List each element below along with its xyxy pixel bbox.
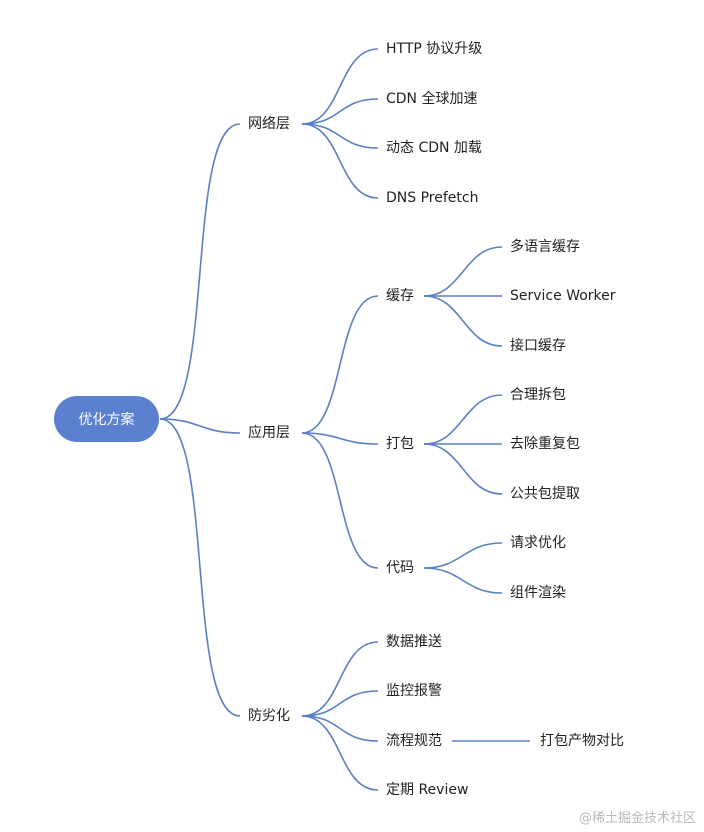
root-node: 优化方案 (54, 396, 159, 442)
link-wangluo-dns (301, 123, 379, 199)
link-fanglie-3 (301, 715, 379, 742)
node-build-compare: 打包产物对比 (540, 733, 624, 749)
node-daima: 代码 (386, 560, 414, 576)
node-multilang-cache: 多语言缓存 (510, 239, 580, 255)
node-component-render: 组件渲染 (510, 585, 566, 601)
link-yingyong-dabao (301, 432, 379, 445)
node-data-push: 数据推送 (386, 634, 442, 650)
node-fanglie: 防劣化 (248, 708, 290, 724)
link-wangluo-dyn (301, 123, 379, 149)
node-http: HTTP 协议升级 (386, 41, 483, 57)
node-request-opt: 请求优化 (510, 535, 566, 551)
link-fanglie-4 (301, 715, 379, 791)
node-yingyong: 应用层 (248, 425, 290, 441)
link-wangluo-cdn (301, 98, 379, 125)
link-yingyong-daima (301, 432, 379, 569)
link-root-wangluo (159, 123, 241, 420)
link-yingyong-huancun (301, 295, 379, 434)
node-api-cache: 接口缓存 (510, 338, 566, 354)
node-monitor-alert: 监控报警 (386, 683, 442, 699)
link-dabao-3 (423, 443, 503, 495)
node-dabao: 打包 (386, 436, 414, 452)
node-dynamic-cdn: 动态 CDN 加载 (386, 140, 482, 156)
node-cdn: CDN 全球加速 (386, 91, 478, 107)
link-wangluo-http (301, 48, 379, 125)
node-dns-prefetch: DNS Prefetch (386, 190, 479, 206)
node-process-spec: 流程规范 (386, 733, 442, 749)
link-fanglie-2 (301, 690, 379, 717)
node-dedupe-packages: 去除重复包 (510, 436, 580, 452)
link-fanglie-1 (301, 641, 379, 717)
link-daima-1 (423, 542, 503, 569)
node-split-packages: 合理拆包 (510, 387, 566, 403)
node-regular-review: 定期 Review (386, 782, 469, 798)
node-wangluo: 网络层 (248, 116, 290, 132)
link-dabao-1 (423, 394, 503, 445)
link-root-yingyong (159, 418, 241, 434)
link-huancun-1 (423, 246, 503, 297)
node-common-packages: 公共包提取 (510, 486, 580, 502)
node-service-worker: Service Worker (510, 288, 616, 304)
link-huancun-3 (423, 295, 503, 347)
link-daima-2 (423, 567, 503, 594)
link-root-fanglie (159, 418, 241, 717)
watermark: @稀土掘金技术社区 (578, 811, 696, 826)
node-huancun: 缓存 (386, 288, 414, 304)
